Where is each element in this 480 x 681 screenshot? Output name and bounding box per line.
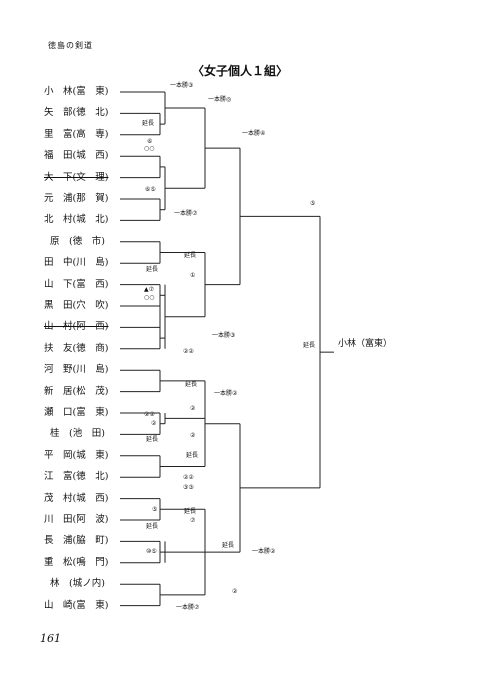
player-entry: 茂 村(城 西) [44,492,109,504]
player-entry: 北 村(城 北) [44,214,109,226]
match-annotation: ②② [144,411,155,418]
player-entry: 林 (城ノ内) [44,578,105,590]
match-annotation: ⑥⑤ [145,186,156,193]
match-annotation: ⑩⑤ [146,548,157,555]
champion-name: 小林（富東） [338,339,393,349]
bracket-title: 〈女子個人１組〉 [191,64,288,78]
match-annotation: 延長 [146,523,159,530]
match-annotation: ② [190,432,196,439]
match-annotation: 延長 [184,508,197,515]
match-annotation: 延長 [184,252,197,259]
player-entry: 河 野(川 島) [44,364,109,376]
match-annotation: 延長 [222,542,235,549]
match-annotation: 延長 [185,381,198,388]
match-annotation: 延長 [142,120,155,127]
match-annotation: 一本勝③ [170,82,194,89]
player-entry: 福 田(城 西) [44,150,109,162]
player-entry: 新 居(松 茂) [44,385,109,397]
player-entry: 扶 友(徳 商) [44,342,109,354]
match-annotation: 一本勝② [252,548,276,555]
match-annotation: ② [232,588,238,595]
match-annotation: ③③ [183,484,194,491]
player-entry: 平 岡(城 東) [44,449,109,461]
match-annotation: ②② [183,474,194,481]
match-annotation: ⑦ [190,517,196,524]
player-entry: 元 浦(那 賀) [44,193,109,204]
player-entry: 桂 (池 田) [44,428,105,440]
final-extension-note: 延長 [303,342,316,349]
player-entry: 里 富(高 専) [44,128,109,140]
player-entry: 原 (徳 市) [44,235,105,247]
match-annotation: 一本勝⑦ [176,604,200,611]
player-entry: 矢 部(徳 北) [44,107,109,119]
match-annotation: 延長 [146,436,159,443]
page-number: 161 [40,632,61,645]
match-annotation: ⑥ [147,138,153,145]
match-annotation: 一本勝◎ [208,96,232,103]
player-entry: 川 田(阿 波) [44,514,109,525]
match-annotation: ① [190,272,196,279]
match-annotation: ② [190,405,196,412]
player-entry: 田 中(川 島) [44,257,109,269]
match-annotation: ⑤ [152,506,158,513]
match-annotation: 延長 [146,266,159,273]
player-entry: 黒 田(穴 吹) [44,300,109,311]
match-annotation: 一本勝② [214,390,238,397]
player-entry: 山 崎(富 東) [44,599,109,611]
player-entry: 山 村(阿 西) [44,321,109,333]
player-entry: 山 下(富 西) [44,278,109,290]
match-annotation: ▲⑦ [144,286,154,293]
player-entry: 瀬 口(富 東) [44,407,109,418]
player-entry: 重 松(鳴 門) [44,556,109,568]
match-annotation: ⑤ [310,200,316,207]
running-header: 徳島の剣道 [48,41,93,50]
match-annotation: ②② [183,348,194,355]
match-annotation: 延長 [186,452,199,459]
match-annotation: ○○ [144,294,155,301]
player-entry: 大 下(文 理) [44,171,109,183]
player-entry: 小 林(富 東) [44,86,109,97]
match-annotation: ② [151,420,157,427]
match-annotation: ○○ [144,145,155,152]
player-entry: 江 富(徳 北) [44,471,109,483]
match-annotation: 一本勝③ [212,332,236,339]
match-annotation: 一本勝⑦ [174,210,198,217]
player-entry: 長 浦(脇 町) [44,535,109,547]
match-annotation: 一本勝④ [242,130,266,137]
